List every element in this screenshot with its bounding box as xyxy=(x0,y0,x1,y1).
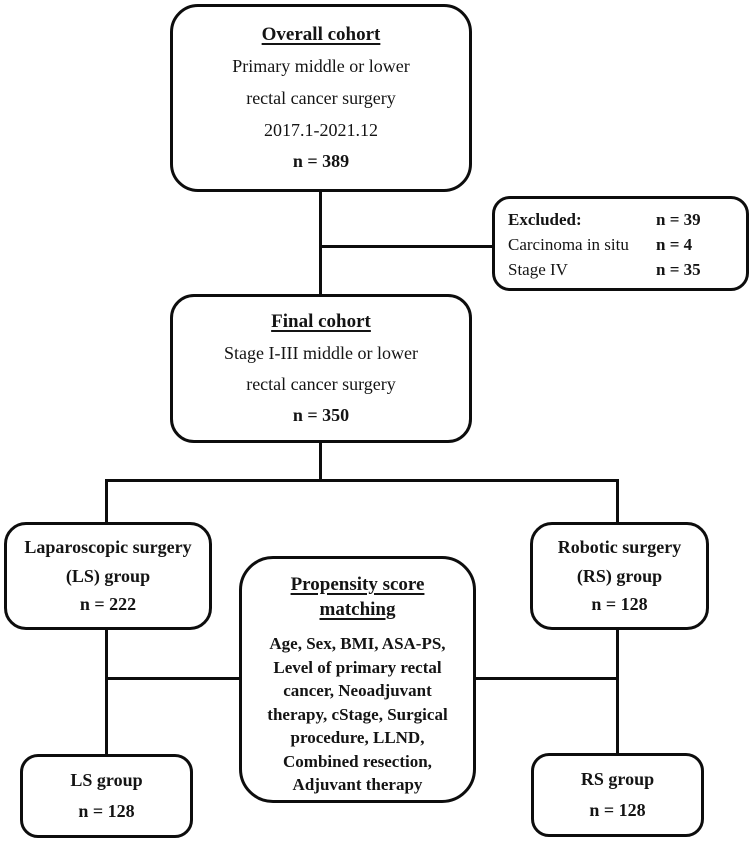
robotic-group-count: n = 128 xyxy=(591,594,648,615)
matched-ls-group-count: n = 128 xyxy=(78,800,135,821)
excluded-row: Stage IV n = 35 xyxy=(508,257,734,282)
laparoscopic-group-count: n = 222 xyxy=(79,594,137,615)
final-cohort-count: n = 350 xyxy=(292,405,350,425)
connector-splitter-horizontal xyxy=(105,479,619,482)
overall-cohort-title: Overall cohort xyxy=(261,23,381,45)
excluded-reason-count: n = 4 xyxy=(656,235,693,254)
overall-cohort-box: Overall cohort Primary middle or lower r… xyxy=(170,4,472,192)
final-cohort-line: Stage I-III middle or lower xyxy=(224,343,418,363)
connector-ls-to-ls-group xyxy=(105,628,108,757)
laparoscopic-group-box: Laparoscopic surgery (LS) group n = 222 xyxy=(4,522,212,630)
excluded-row: Excluded: n = 39 xyxy=(508,207,734,232)
matched-rs-group-label: RS group xyxy=(580,769,655,790)
connector-final-to-splitter xyxy=(319,441,322,482)
final-cohort-box: Final cohort Stage I-III middle or lower… xyxy=(170,294,472,443)
connector-rs-to-rs-group xyxy=(616,628,619,756)
robotic-group-line: (RS) group xyxy=(576,565,663,586)
covariate-line: procedure, LLND, xyxy=(290,728,425,747)
connector-psm-to-rs xyxy=(474,677,619,680)
excluded-reason-label: Stage IV xyxy=(508,260,568,279)
propensity-matching-title: matching xyxy=(319,599,396,620)
robotic-group-box: Robotic surgery (RS) group n = 128 xyxy=(530,522,709,630)
matched-rs-group-count: n = 128 xyxy=(589,799,646,820)
matched-ls-group-box: LS group n = 128 xyxy=(20,754,193,838)
covariate-line: Adjuvant therapy xyxy=(292,775,423,794)
propensity-matching-box: Propensity score matching Age, Sex, BMI,… xyxy=(239,556,476,803)
matched-ls-group-label: LS group xyxy=(70,770,143,791)
overall-cohort-count: n = 389 xyxy=(292,151,350,172)
matched-rs-group-box: RS group n = 128 xyxy=(531,753,704,837)
covariate-line: cancer, Neoadjuvant xyxy=(283,681,432,700)
robotic-group-line: Robotic surgery xyxy=(557,536,682,557)
connector-splitter-to-ls xyxy=(105,479,108,525)
excluded-reason-count: n = 35 xyxy=(656,260,701,279)
covariate-line: Level of primary rectal xyxy=(273,657,442,677)
connector-ls-to-psm xyxy=(105,677,242,680)
excluded-reason-label: Carcinoma in situ xyxy=(508,235,629,254)
propensity-matching-title: Propensity score xyxy=(290,574,425,595)
propensity-matching-covariates: Age, Sex, BMI, ASA-PS, Level of primary … xyxy=(267,632,447,797)
connector-branch-to-excluded xyxy=(319,245,495,248)
connector-overall-to-final xyxy=(319,190,322,296)
covariate-line: Combined resection, xyxy=(283,751,432,771)
laparoscopic-group-line: (LS) group xyxy=(65,565,151,586)
excluded-header-count: n = 39 xyxy=(656,210,701,229)
excluded-header-label: Excluded: xyxy=(508,210,582,229)
excluded-row: Carcinoma in situ n = 4 xyxy=(508,232,734,257)
covariate-line: Age, Sex, BMI, ASA-PS, xyxy=(269,634,446,653)
laparoscopic-group-line: Laparoscopic surgery xyxy=(24,536,192,557)
excluded-box: Excluded: n = 39 Carcinoma in situ n = 4… xyxy=(492,196,749,291)
final-cohort-line: rectal cancer surgery xyxy=(246,374,396,394)
connector-splitter-to-rs xyxy=(616,479,619,525)
overall-cohort-line: rectal cancer surgery xyxy=(246,87,396,108)
final-cohort-title: Final cohort xyxy=(271,311,371,332)
overall-cohort-line: Primary middle or lower xyxy=(232,56,410,77)
overall-cohort-period: 2017.1-2021.12 xyxy=(264,119,378,140)
covariate-line: therapy, cStage, Surgical xyxy=(267,704,448,724)
